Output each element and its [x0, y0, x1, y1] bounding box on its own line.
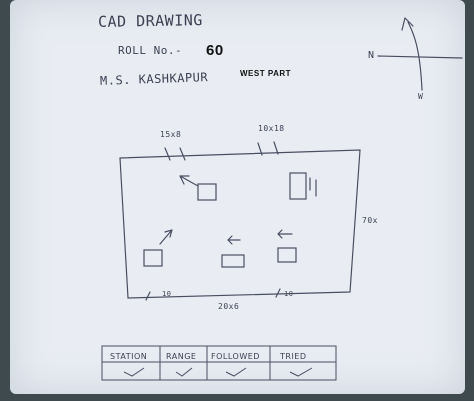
paper-sheet: CAD DRAWING ROLL No.- 60 M.S. KASHKAPUR … [10, 0, 465, 394]
bottom-dimension: 20x6 [218, 302, 240, 311]
part-label: WEST PART [240, 69, 292, 78]
north-arrow-line [377, 55, 463, 59]
table-header-followed: FOLLOWED [211, 352, 260, 361]
roll-value: 60 [206, 42, 224, 59]
unit-1 [197, 183, 217, 201]
unit-4 [221, 254, 245, 268]
arrow-down-label: W [418, 92, 424, 101]
unit-5 [277, 247, 297, 263]
bottom-left-mark: 10 [162, 290, 172, 298]
right-dimension: 70x [362, 216, 378, 225]
plan-drawing [101, 17, 463, 381]
table-header-station: STATION [110, 352, 148, 361]
north-label: N [368, 50, 375, 61]
north-arrow-curve [407, 21, 423, 91]
table-header-tried: TRIED [280, 352, 307, 361]
site-boundary [119, 149, 361, 299]
footer-table [101, 345, 337, 381]
unit-1-arrow [179, 175, 199, 187]
table-header-range: RANGE [166, 352, 197, 361]
unit-3 [143, 249, 163, 267]
unit-2 [289, 172, 307, 200]
top-dimension-left: 15x8 [160, 130, 182, 139]
top-dimension-right: 10x18 [258, 124, 285, 133]
north-arrow-head [401, 17, 414, 31]
roll-label: ROLL No.- [118, 44, 183, 57]
